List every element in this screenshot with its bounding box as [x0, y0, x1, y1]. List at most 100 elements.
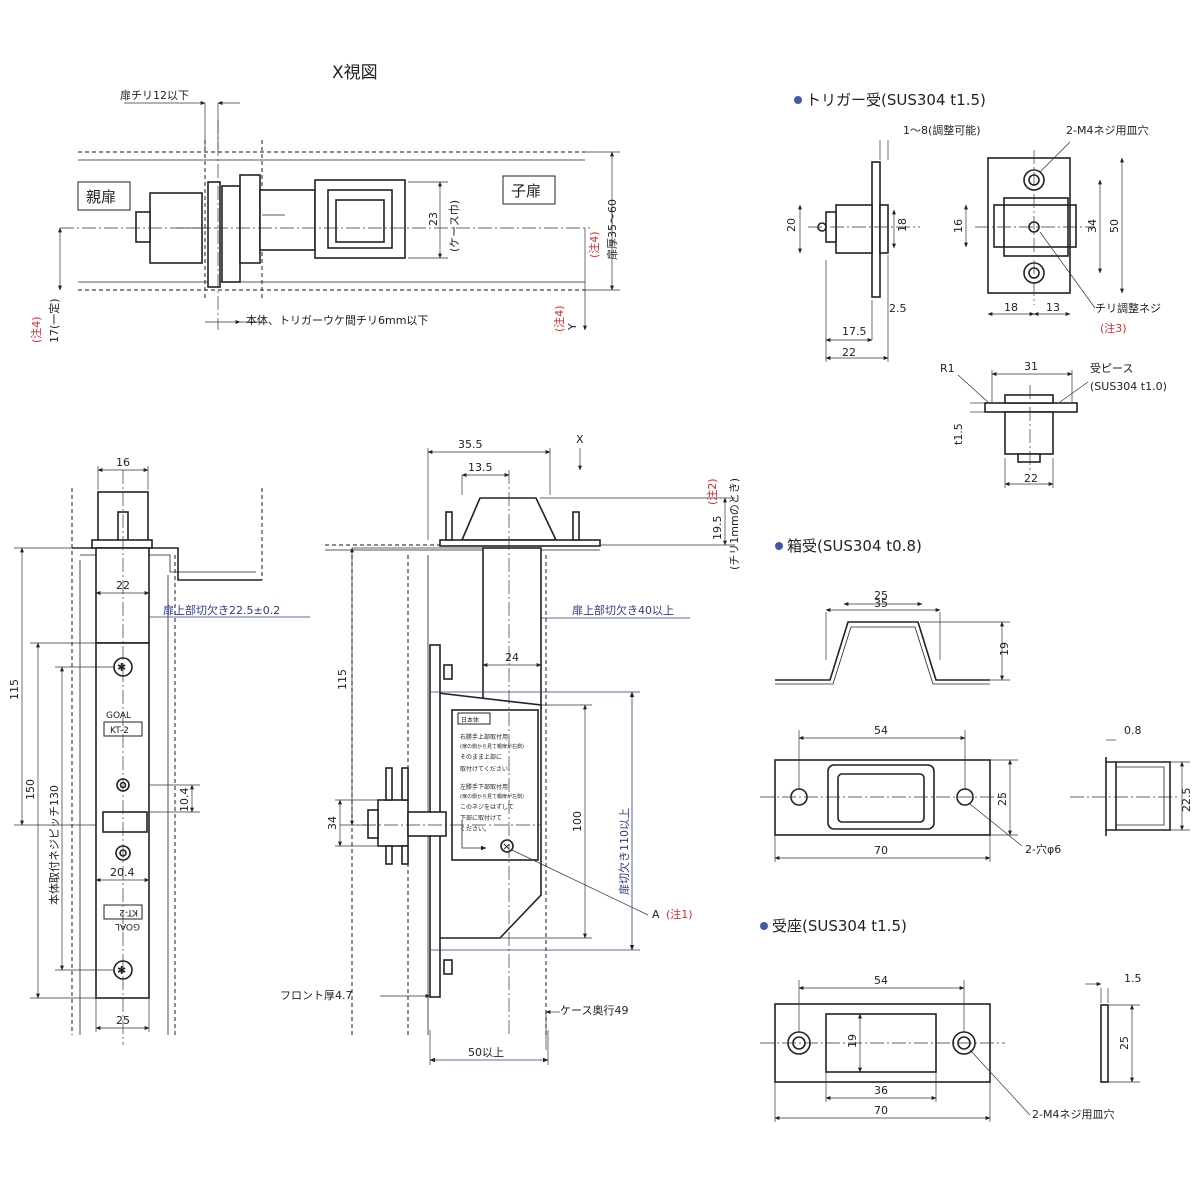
fv-d115: 115: [8, 679, 21, 700]
case-width-note: (ケース巾): [447, 200, 461, 252]
sticker-line-2: (扉の側から見て親扉が右側): [460, 743, 524, 750]
fv-d10-4: 10.4: [178, 788, 191, 813]
brand-goal-inverted: GOAL: [115, 921, 140, 931]
box-d70: 70: [874, 844, 888, 857]
seat-d19: 19: [846, 1034, 859, 1048]
tr-d17-5: 17.5: [842, 325, 867, 338]
seat-d54: 54: [874, 974, 888, 987]
receiver-piece-view: R1 31 受ピース (SUS304 t1.0) t1.5 22: [940, 360, 1167, 488]
tr-note3: (注3): [1100, 321, 1127, 335]
tr-d18b: 18: [1004, 301, 1018, 314]
rp-piece: 受ピース: [1090, 362, 1133, 375]
bullet-icon: [775, 542, 783, 550]
y-note4: (注4): [552, 305, 566, 332]
sv-note1: (注1): [666, 907, 693, 921]
seat-title: 受座(SUS304 t1.5): [772, 917, 907, 935]
brand-goal: GOAL: [106, 711, 131, 721]
tr-d18: 18: [896, 218, 909, 232]
x-view-title: X視図: [332, 63, 378, 83]
tr-d20: 20: [785, 218, 798, 232]
tr-d50: 50: [1108, 219, 1121, 233]
seat-d25: 25: [1118, 1036, 1131, 1050]
seat-holes: 2-M4ネジ用皿穴: [1032, 1107, 1114, 1121]
sticker-line-1: 右勝手上部取付用: [460, 733, 508, 741]
fv-d16: 16: [116, 456, 130, 469]
sv-x-label: X: [576, 433, 584, 446]
tr-adjust-screw: チリ調整ネジ: [1095, 301, 1161, 315]
sv-d24: 24: [505, 651, 519, 664]
rp-d22: 22: [1024, 472, 1038, 485]
bullet-icon: [760, 922, 768, 930]
sv-d50: 50以上: [468, 1046, 504, 1059]
seat-d36: 36: [874, 1084, 888, 1097]
svg-text:×: ×: [502, 840, 511, 853]
tr-screw-holes: 2-M4ネジ用皿穴: [1066, 123, 1148, 137]
sticker-line-7: このネジをはずして: [460, 803, 514, 811]
svg-text:✱: ✱: [117, 661, 126, 674]
sv-case-depth: ケース奥行49: [560, 1003, 628, 1017]
x-note4-right: (注4): [587, 231, 601, 258]
box-d22-5: 22.5: [1180, 788, 1193, 813]
sticker-line-9: ください。: [460, 826, 490, 833]
bullet-icon: [794, 96, 802, 104]
case-width-dim: 23: [427, 212, 440, 226]
sv-a-label: A: [652, 908, 660, 921]
sv-note2: (注2): [705, 478, 719, 505]
sv-d13-5: 13.5: [468, 461, 493, 474]
fv-d150: 150: [24, 779, 37, 800]
sv-door-cut: 扉切欠き110以上: [617, 808, 631, 895]
tr-d13: 13: [1046, 301, 1060, 314]
tr-adjust-label: 1～8(調整可能): [903, 123, 981, 137]
fv-d20-4: 20.4: [110, 866, 135, 879]
sticker-line-8: 下部に取付けて: [460, 814, 502, 822]
seat-d70: 70: [874, 1104, 888, 1117]
y-label: Y: [566, 323, 579, 331]
box-d25b: 25: [996, 792, 1009, 806]
sv-d100: 100: [571, 811, 584, 832]
door-clearance-label: 扉チリ12以下: [120, 89, 189, 102]
sticker-line-5: 左勝手下部取付用: [460, 783, 508, 791]
box-d0-8: 0.8: [1124, 724, 1142, 737]
child-door-label: 子扉: [511, 182, 541, 200]
box-receiver-view: 箱受(SUS304 t0.8) 35 25 19 54 70 25 2: [760, 537, 1193, 862]
rp-t1-5: t1.5: [952, 423, 965, 445]
body-trigger-clearance-label: 本体、トリガーウケ間チリ6mm以下: [246, 313, 428, 327]
brand-kt2: KT-2: [110, 726, 129, 736]
trigger-receiver-view: トリガー受(SUS304 t1.5) 1～8(調整可能) 20 18 2.5 1…: [785, 91, 1161, 362]
x-note4-left: (注4): [29, 316, 43, 343]
tr-d22: 22: [842, 346, 856, 359]
box-d54: 54: [874, 724, 888, 737]
fv-top-cut: 扉上部切欠き22.5±0.2: [163, 603, 280, 617]
rp-piece-mat: (SUS304 t1.0): [1090, 380, 1167, 393]
sv-d19-5: 19.5: [711, 516, 724, 541]
trigger-receiver-title: トリガー受(SUS304 t1.5): [806, 91, 986, 109]
sticker-line-0: 日本体: [461, 716, 479, 724]
rp-d31: 31: [1024, 360, 1038, 373]
front-view: ✱ ✱ GOAL KT-2 KT-2 GOAL 16 22 扉上部切欠き22.5…: [8, 456, 310, 1045]
x-view: X視図 親扉 子扉 扉チリ12以下: [29, 63, 620, 343]
sv-d34: 34: [326, 816, 339, 830]
sticker-line-4: 取付けてください。: [460, 765, 514, 773]
sticker-line-6: (扉の側から見て親扉が左側): [460, 793, 524, 800]
fv-d22: 22: [116, 579, 130, 592]
box-receiver-title: 箱受(SUS304 t0.8): [787, 537, 922, 555]
sv-top-cut: 扉上部切欠き40以上: [572, 603, 674, 617]
tr-d2-5: 2.5: [889, 302, 907, 315]
sv-d115: 115: [336, 669, 349, 690]
box-d19: 19: [998, 642, 1011, 656]
tr-d34: 34: [1086, 219, 1099, 233]
sv-d35-5: 35.5: [458, 438, 483, 451]
brand-kt2-inverted: KT-2: [119, 907, 138, 917]
box-d25: 25: [874, 589, 888, 602]
parent-door-label: 親扉: [86, 188, 116, 206]
box-holes: 2-穴φ6: [1025, 842, 1061, 856]
seat-view: 受座(SUS304 t1.5) 54 19 36 70 2-M4ネジ用皿穴 1.…: [760, 917, 1142, 1122]
sticker-line-3: そのまま上部に: [460, 753, 502, 761]
fv-d25: 25: [116, 1014, 130, 1027]
seat-d1-5: 1.5: [1124, 972, 1142, 985]
fixed-17-label: 17(一定): [47, 298, 61, 343]
side-view: 日本体 右勝手上部取付用 (扉の側から見て親扉が右側) そのまま上部に 取付けて…: [280, 433, 741, 1065]
fv-pitch: 本体取付ネジピッチ130: [47, 785, 61, 905]
tr-d16: 16: [952, 219, 965, 233]
